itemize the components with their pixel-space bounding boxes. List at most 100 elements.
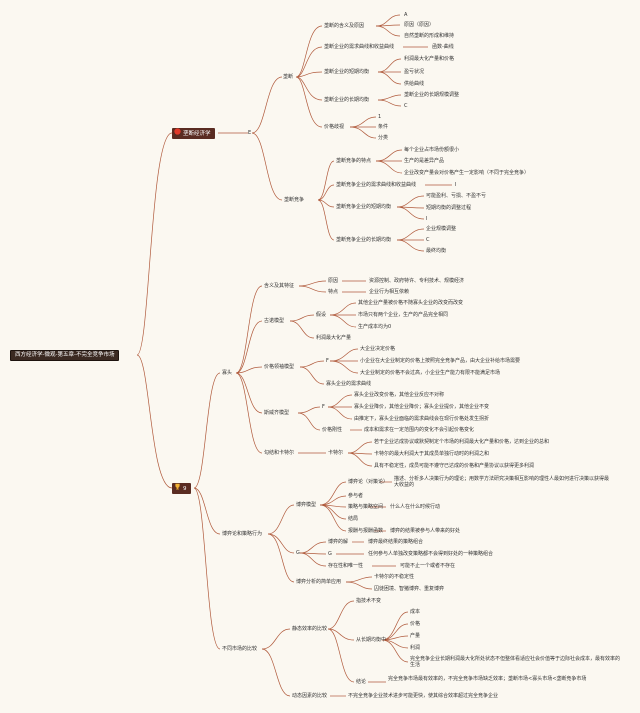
node-oligopoly-meaning[interactable]: 含义及其特征 (264, 283, 295, 289)
node-market-comparison[interactable]: 不同市场的比较 (222, 646, 258, 652)
value[interactable]: 企业行为相互依赖 (369, 289, 410, 295)
node-f[interactable]: F (326, 358, 329, 364)
leaf[interactable]: 大企业制定的价格不会过高，小企业生产能力有限不能满足市场 (360, 370, 501, 376)
leaf[interactable]: 盈亏状况 (404, 69, 425, 75)
leaf-cost[interactable]: 成本 (410, 609, 421, 615)
leaf[interactable]: 任何参与人单独改变策略都不会得到好处的一种策略组合 (368, 551, 494, 557)
leaf[interactable]: 垄断企业的长期规模调整 (404, 92, 460, 98)
node-price-discrimination[interactable]: 价格歧视 (324, 124, 345, 130)
node-conclusion[interactable]: 结论 (356, 679, 367, 685)
branch-e[interactable]: E (248, 130, 252, 136)
node-game-model[interactable]: 博弈模型 (296, 502, 317, 508)
node-oligopoly-demand[interactable]: 寡头企业的需求曲线 (326, 381, 372, 387)
leaf[interactable]: 大企业决定价格 (360, 346, 396, 352)
leaf[interactable]: 市场只有两个企业，生产的产品完全相同 (358, 312, 449, 318)
leaf[interactable]: 卡特尔的不稳定性 (374, 574, 415, 580)
leaf[interactable]: C (426, 237, 430, 243)
leaf[interactable]: 其他企业产量被价格不随寡头企业的改变而改变 (358, 300, 464, 306)
leaf[interactable]: 条件 (378, 124, 389, 130)
node-collusion[interactable]: 勾结和卡特尔 (264, 450, 295, 456)
leaf[interactable]: 寡头企业改变价格，其他企业反应不对称 (354, 392, 445, 398)
leaf[interactable]: 指技术不变 (356, 598, 382, 604)
leaf-payoffs[interactable]: 报酬与报酬函数 (348, 528, 384, 534)
leaf[interactable]: 寡头企业降价，其他企业降价；寡头企业提价，其他企业不变 (354, 404, 490, 410)
leaf[interactable]: 可能盈利、亏损、不盈不亏 (426, 193, 487, 199)
leaf[interactable]: I (455, 182, 457, 188)
leaf[interactable]: 卡特尔的最大利润大于其成员单独行动时的利润之和 (374, 451, 490, 457)
topic-node-2[interactable]: 9 (172, 483, 191, 494)
leaf[interactable]: 成本和需求在一定范围内的变化不会引起价格变化 (364, 427, 475, 433)
node-monopoly-long-run[interactable]: 垄断企业的长期均衡 (324, 97, 370, 103)
node-profit-max[interactable]: 利润最大化产量 (316, 335, 352, 341)
leaf-strategies[interactable]: 策略与策略空间 (348, 504, 384, 510)
leaf[interactable]: 最终均衡 (426, 248, 447, 254)
leaf[interactable]: 什么人在什么时候行动 (390, 504, 441, 510)
value[interactable]: 资源控制、政府特许、专利技术、规模经济 (369, 278, 465, 284)
leaf[interactable]: 由推定下，寡头企业面临的需求曲线会在现行价格处发生拐折 (354, 416, 490, 422)
node-monopolistic-competition[interactable]: 垄断竞争 (284, 197, 305, 203)
node-mc-features[interactable]: 垄断竞争的特点 (336, 158, 372, 164)
node-assumption[interactable]: 假设 (316, 312, 327, 318)
leaf-profit[interactable]: 利润 (410, 645, 421, 651)
leaf[interactable]: 若干企业达成协议或默契制定个市场的利润最大化产量和价格，达到企业的总和 (374, 439, 550, 445)
node-cournot[interactable]: 古诺模型 (264, 318, 285, 324)
leaf[interactable]: 供给曲线 (404, 81, 425, 87)
leaf[interactable]: 企业规模调整 (426, 226, 457, 232)
node-dynamic-factors[interactable]: 动态因素的比较 (292, 693, 328, 699)
node-game-application[interactable]: 博弈分析的简单应用 (296, 579, 342, 585)
node-g2[interactable]: G (328, 551, 332, 557)
node-oligopoly[interactable]: 寡头 (222, 370, 233, 376)
leaf[interactable]: 生产的是差异产品 (404, 158, 445, 164)
leaf[interactable]: 自然垄断的形成和维持 (404, 33, 455, 39)
leaf[interactable]: 利润最大化产量和价格 (404, 56, 455, 62)
leaf[interactable]: 囚徒困境、智猪博弈、重复博弈 (374, 586, 445, 592)
node-price-leadership[interactable]: 价格领袖模型 (264, 364, 295, 370)
node-static-efficiency[interactable]: 静态效率的比较 (292, 626, 328, 632)
node-monopoly-causes[interactable]: 垄断的含义及原因 (324, 23, 365, 29)
root-node[interactable]: 西方经济学-微观-第五章-不完全竞争市场 (10, 350, 120, 361)
leaf[interactable]: 具有不稳定性，成员可能不遵守已达成的价格和产量协议以获得更多利润 (374, 463, 535, 469)
leaf[interactable]: 分类 (378, 135, 389, 141)
node-long-run-eq[interactable]: 从长期均衡中 (356, 637, 387, 643)
node-cartel[interactable]: 卡特尔 (328, 450, 344, 456)
leaf[interactable]: 博弈最终结果的策略组合 (368, 539, 424, 545)
leaf[interactable]: I (426, 216, 428, 222)
leaf-price[interactable]: 价格 (410, 621, 421, 627)
node-f[interactable]: F (322, 404, 325, 410)
leaf[interactable]: 博弈的结果被参与人带来的好处 (390, 528, 461, 534)
leaf[interactable]: 函数-曲线 (432, 44, 454, 50)
leaf[interactable]: 企业改变产量会对价格产生一定影响（不同于完全竞争） (404, 170, 530, 176)
leaf[interactable]: 可能不止一个或者不存在 (400, 563, 456, 569)
leaf-outcome[interactable]: 结局 (348, 516, 359, 522)
node-game-theory-def[interactable]: 博弈论（对策论） (348, 479, 389, 485)
leaf[interactable]: C (404, 103, 408, 109)
node-sweezy[interactable]: 斯威齐模型 (264, 410, 290, 416)
leaf[interactable]: 短期均衡的调整过程 (426, 205, 472, 211)
leaf[interactable]: 描述、分析多人决策行为的理论；用数学方法研究决策相互影响的理性人最如何进行决策以… (394, 476, 610, 488)
node-mc-demand[interactable]: 垄断竞争企业的需求曲线和收益曲线 (336, 182, 417, 188)
leaf[interactable]: 不完全竞争企业技术进步可能更快，使其综合效率超过完全竞争企业 (348, 693, 499, 699)
leaf[interactable]: 1 (378, 114, 382, 120)
node-g[interactable]: G (296, 550, 300, 556)
node-game-theory[interactable]: 博弈论和策略行为 (222, 531, 263, 537)
node-mc-short-run[interactable]: 垄断竞争企业的短期均衡 (336, 204, 392, 210)
leaf[interactable]: 每个企业占市场份额很小 (404, 147, 460, 153)
leaf[interactable]: 原因（原因） (404, 22, 435, 28)
node-mc-long-run[interactable]: 垄断竞争企业的长期均衡 (336, 237, 392, 243)
node-price-rigidity[interactable]: 价格刚性 (322, 427, 343, 433)
topic-node-monopoly-economics[interactable]: 垄断经济学 (172, 128, 215, 139)
key[interactable]: 原因 (328, 278, 339, 284)
leaf-output[interactable]: 产量 (410, 633, 421, 639)
leaf[interactable]: 生产成本均为0 (358, 324, 392, 330)
leaf[interactable]: A (404, 12, 408, 18)
leaf-players[interactable]: 参与者 (348, 493, 364, 499)
leaf[interactable]: 小企业在大企业制定的价格上按照完全竞争产品，由大企业补给市场需要 (360, 358, 521, 364)
node-existence[interactable]: 存在性和唯一性 (328, 563, 364, 569)
leaf[interactable]: 完全竞争企业长期利润最大化所处状态不但整体看适应社会价值等于边际社会成本，最有效… (410, 656, 621, 668)
node-monopoly-short-run[interactable]: 垄断企业的短期均衡 (324, 69, 370, 75)
node-game-solution[interactable]: 博弈的解 (328, 539, 349, 545)
node-monopoly[interactable]: 垄断 (283, 74, 294, 80)
node-monopoly-demand[interactable]: 垄断企业的需求曲线和收益曲线 (324, 44, 395, 50)
key[interactable]: 特点 (328, 289, 339, 295)
leaf[interactable]: 完全竞争市场最有效率的，不完全竞争市场缺乏效率；垄断市场<寡头市场<垄断竞争市场 (388, 676, 587, 682)
